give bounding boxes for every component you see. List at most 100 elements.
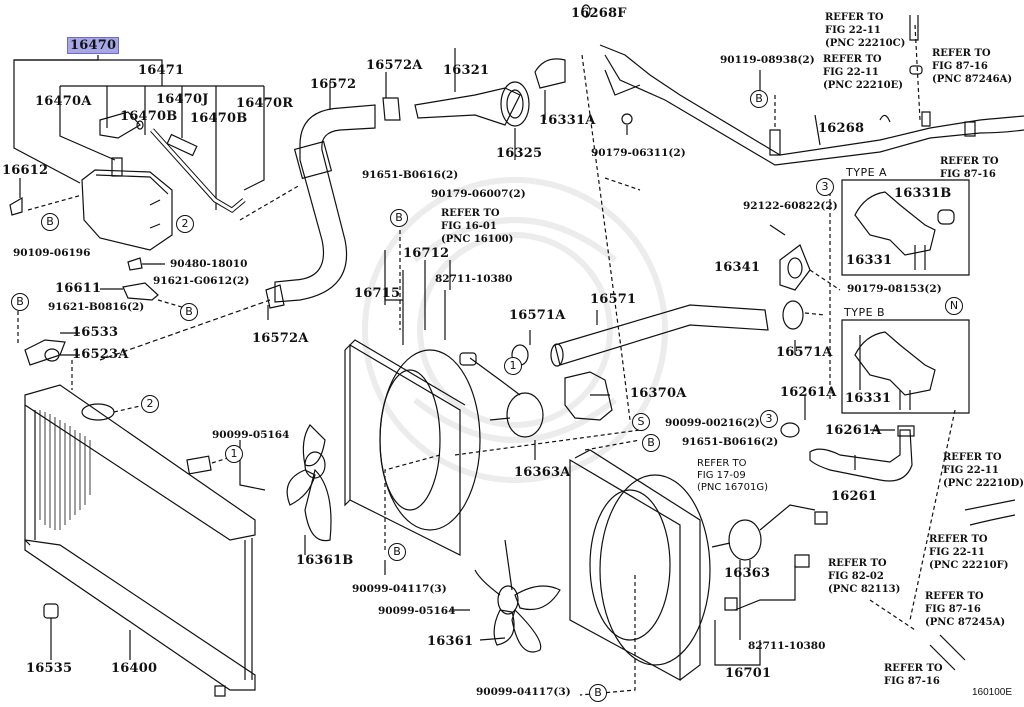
reference-fig-87-16-top[interactable]: REFER TO FIG 87-16: [940, 156, 999, 180]
part-label-16261[interactable]: 16261: [831, 489, 878, 504]
callout-b-91621-b0816: B: [11, 293, 29, 311]
part-label-16370A[interactable]: 16370A: [630, 386, 687, 401]
part-label-16470B-clip[interactable]: 16470B: [120, 109, 178, 124]
reference-fig-87-16-87245A[interactable]: REFER TO FIG 87-16 (PNC 87245A): [925, 591, 1006, 628]
reference-fig-22-11-22210F[interactable]: REFER TO FIG 22-11 (PNC 22210F): [929, 534, 1009, 571]
part-label-16471[interactable]: 16471: [138, 63, 185, 78]
part-label-91651-B0616-top[interactable]: 91651-B0616(2): [362, 169, 459, 181]
part-label-91621-B0816[interactable]: 91621-B0816(2): [48, 301, 145, 313]
part-label-82711-10380-bottom[interactable]: 82711-10380: [748, 640, 826, 652]
part-label-16363A[interactable]: 16363A: [514, 465, 571, 480]
part-label-90099-04117-bottom[interactable]: 90099-04117(3): [476, 686, 571, 698]
part-label-16535[interactable]: 16535: [26, 661, 73, 676]
part-label-16331-type-a[interactable]: 16331: [846, 253, 893, 268]
part-label-16533[interactable]: 16533: [72, 325, 119, 340]
leader-lines: [240, 48, 895, 665]
hose-16572: [266, 98, 400, 308]
fan-shroud-16712: [345, 270, 480, 555]
part-label-90099-00216[interactable]: 90099-00216(2): [665, 417, 760, 429]
part-label-90179-06311[interactable]: 90179-06311(2): [591, 147, 686, 159]
callout-b-91651-top: B: [390, 209, 408, 227]
reference-fig-87-16-bottom[interactable]: REFER TO FIG 87-16: [884, 663, 943, 687]
fan-motor-16363: [712, 505, 827, 610]
type-b-label: TYPE B: [844, 306, 886, 319]
part-label-92122-60822[interactable]: 92122-60822(2): [743, 200, 838, 212]
reference-fig-87-16-87246A[interactable]: REFER TO FIG 87-16 (PNC 87246A): [932, 48, 1013, 85]
reference-fig-17-09-16701G[interactable]: REFER TO FIG 17-09 (PNC 16701G): [697, 458, 769, 493]
reference-fig-22-11-22210C[interactable]: REFER TO FIG 22-11 (PNC 22210C): [825, 12, 906, 49]
type-b-box: [842, 320, 969, 413]
part-label-16325[interactable]: 16325: [496, 146, 543, 161]
part-label-16715[interactable]: 16715: [354, 286, 401, 301]
part-label-16331A[interactable]: 16331A: [539, 113, 596, 128]
part-label-16571[interactable]: 16571: [590, 292, 637, 307]
part-label-90099-04117-left[interactable]: 90099-04117(3): [352, 583, 447, 595]
part-label-16268F[interactable]: 16268F: [571, 6, 627, 21]
part-label-16363[interactable]: 16363: [724, 566, 771, 581]
callout-b-90109: B: [41, 213, 59, 231]
part-label-91621-G0612[interactable]: 91621-G0612(2): [153, 275, 250, 287]
part-label-16261A-lower[interactable]: 16261A: [825, 423, 882, 438]
reference-fig-82-02-82113[interactable]: REFER TO FIG 82-02 (PNC 82113): [828, 558, 901, 595]
part-label-16572A-top[interactable]: 16572A: [366, 58, 423, 73]
part-label-16321[interactable]: 16321: [443, 63, 490, 78]
reference-fig-22-11-22210E[interactable]: REFER TO FIG 22-11 (PNC 22210E): [823, 54, 903, 91]
part-label-16523A[interactable]: 16523A: [72, 347, 129, 362]
part-label-90109-06196[interactable]: 90109-06196: [13, 247, 91, 259]
part-label-16331-type-b[interactable]: 16331: [845, 391, 892, 406]
callout-b-90119: B: [750, 90, 768, 108]
part-label-16361[interactable]: 16361: [427, 634, 474, 649]
callout-b-91651-mid: B: [642, 434, 660, 452]
part-label-16701[interactable]: 16701: [725, 666, 772, 681]
part-label-90179-08153[interactable]: 90179-08153(2): [847, 283, 942, 295]
part-label-16470J[interactable]: 16470J: [156, 92, 209, 107]
reservoir-tank-16470: [82, 112, 244, 250]
part-label-16470A[interactable]: 16470A: [35, 94, 92, 109]
part-label-90119-08938[interactable]: 90119-08938(2): [720, 54, 815, 66]
part-label-90099-05164-mid[interactable]: 90099-05164: [378, 605, 456, 617]
part-label-16400[interactable]: 16400: [111, 661, 158, 676]
reference-fig-22-11-22210D[interactable]: REFER TO FIG 22-11 (PNC 22210D): [943, 452, 1024, 489]
part-label-16572A-bottom[interactable]: 16572A: [252, 331, 309, 346]
part-label-16261A-upper[interactable]: 16261A: [780, 385, 837, 400]
type-a-label: TYPE A: [846, 166, 888, 179]
part-label-16571A-left[interactable]: 16571A: [509, 308, 566, 323]
callout-b-90099-04117-left: B: [388, 543, 406, 561]
gasket-16341: [770, 185, 840, 400]
callout-b-91621-g0612: B: [180, 303, 198, 321]
type-a-box: [842, 180, 969, 275]
part-label-16470R[interactable]: 16470R: [236, 96, 294, 111]
dashed-leaders: [240, 185, 640, 550]
thermostat-housing-a: [855, 192, 954, 270]
part-label-16612[interactable]: 16612: [2, 163, 49, 178]
part-label-16331B[interactable]: 16331B: [894, 186, 952, 201]
part-label-16572[interactable]: 16572: [310, 77, 357, 92]
radiator-16400: [25, 385, 255, 696]
part-label-16571A-right[interactable]: 16571A: [776, 345, 833, 360]
part-label-16470-highlighted[interactable]: 16470: [67, 37, 120, 54]
thermostat-housing-b: [855, 332, 935, 410]
part-label-16361B[interactable]: 16361B: [296, 553, 354, 568]
callout-1-radiator: 1: [225, 445, 243, 463]
hose-16261: [781, 423, 914, 481]
motor-cover-16370A: [565, 372, 612, 420]
part-label-90099-05164-left[interactable]: 90099-05164: [212, 429, 290, 441]
fan-16361B: [287, 425, 331, 541]
reference-fig-16-01-16100[interactable]: REFER TO FIG 16-01 (PNC 16100): [441, 208, 514, 245]
callout-n-90179-08153: N: [945, 297, 963, 315]
part-label-16268[interactable]: 16268: [818, 121, 865, 136]
part-label-16712[interactable]: 16712: [403, 246, 450, 261]
leader-16612: [28, 195, 82, 210]
part-label-16341[interactable]: 16341: [714, 260, 761, 275]
part-label-90480-18010[interactable]: 90480-18010: [170, 258, 248, 270]
figure-id: 160100E: [972, 687, 1013, 698]
watermark-emblem: [365, 180, 665, 480]
callout-3-hose: 3: [760, 410, 778, 428]
part-label-90179-06007[interactable]: 90179-06007(2): [431, 188, 526, 200]
water-outlet-16321: [415, 5, 640, 420]
part-label-82711-10380-top[interactable]: 82711-10380: [435, 273, 513, 285]
part-label-16470B-hose[interactable]: 16470B: [190, 111, 248, 126]
part-label-16611[interactable]: 16611: [55, 281, 102, 296]
small-parts-left: [18, 258, 270, 390]
part-label-91651-B0616-mid[interactable]: 91651-B0616(2): [682, 436, 779, 448]
